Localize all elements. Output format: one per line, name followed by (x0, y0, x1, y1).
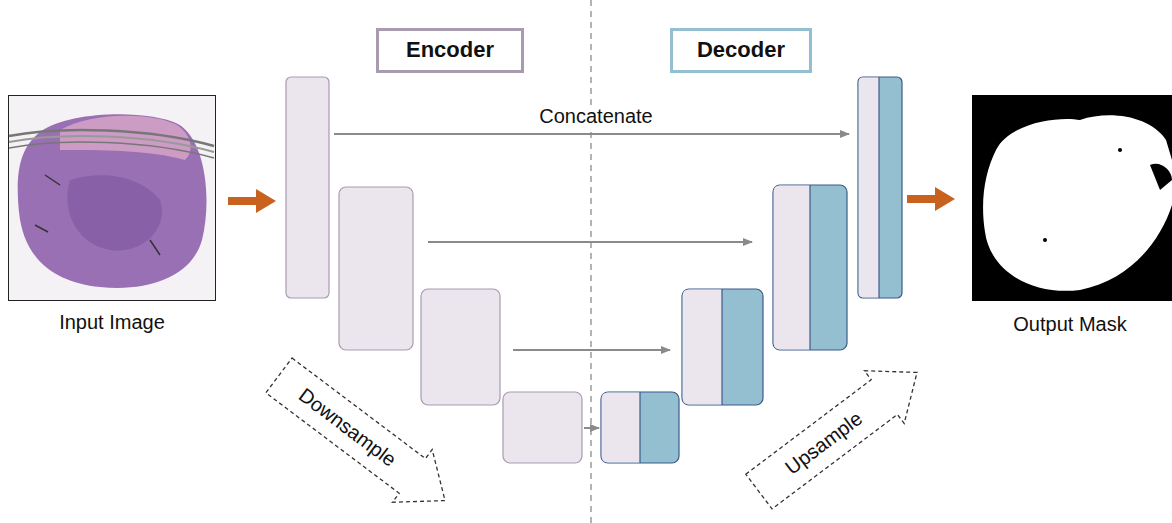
label-holder: Output Mask (920, 313, 1172, 336)
divider-line (590, 0, 592, 523)
section-title: Decoder (697, 37, 785, 63)
title-box: Decoder (670, 28, 812, 73)
label-holder: Input Image (0, 311, 262, 334)
output-mask (972, 95, 1172, 301)
image-caption: Input Image (56, 311, 168, 333)
flow-arrow (228, 189, 276, 213)
title-box: Encoder (376, 28, 524, 73)
direction-arrow: Upsample (738, 345, 939, 520)
skip-connection (334, 134, 849, 428)
image-caption: Output Mask (1010, 313, 1129, 335)
input-image (9, 96, 216, 301)
section-title: Encoder (406, 37, 494, 63)
connection-label: Concatenate (536, 105, 655, 127)
label-holder: Concatenate (446, 105, 746, 128)
flow-arrow (907, 187, 955, 211)
